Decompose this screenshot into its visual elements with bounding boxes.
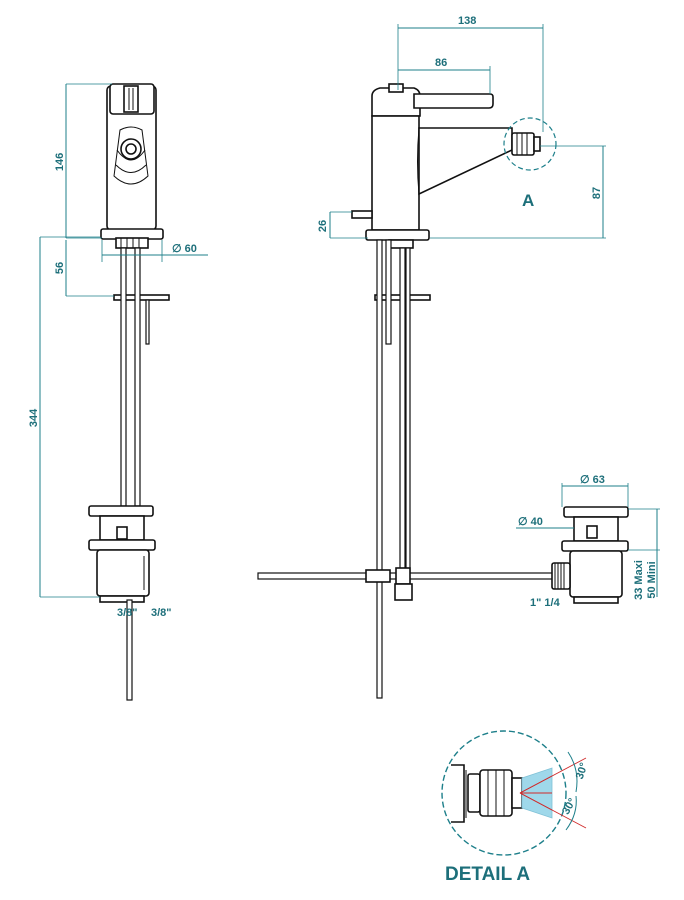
front-pull-rod bbox=[126, 599, 133, 701]
callout-circle-a bbox=[503, 117, 557, 171]
front-view bbox=[88, 83, 170, 701]
dim-waste-outer: ∅ 63 bbox=[580, 474, 605, 486]
side-waste-body bbox=[569, 550, 623, 598]
dim-lever-length: 86 bbox=[435, 57, 447, 69]
front-tail-rod-left bbox=[120, 247, 127, 507]
side-body bbox=[371, 115, 420, 231]
front-waste-body bbox=[96, 549, 150, 597]
dim-total-depth: 344 bbox=[28, 408, 40, 427]
detail-angle-upper: 30° bbox=[574, 761, 591, 781]
front-dimensions: 146 344 56 ∅ 60 3/8" 3/8" bbox=[28, 83, 208, 619]
dim-side-width: 138 bbox=[458, 15, 476, 27]
callout-label-a: A bbox=[522, 191, 534, 210]
side-rod-3 bbox=[399, 247, 406, 579]
detail-circle bbox=[441, 730, 567, 856]
side-rod-1 bbox=[376, 239, 383, 699]
side-lever bbox=[413, 93, 494, 109]
dim-base-height: 26 bbox=[317, 220, 329, 232]
front-waste-top bbox=[88, 505, 154, 517]
dim-waste-inner: ∅ 40 bbox=[518, 516, 543, 528]
front-lever-face bbox=[113, 126, 149, 185]
dim-base-diameter: ∅ 60 bbox=[172, 243, 197, 255]
dim-front-height: 146 bbox=[54, 153, 66, 171]
dim-front-conn-right: 3/8" bbox=[151, 607, 172, 619]
side-view bbox=[257, 83, 629, 699]
front-tail-rod-right bbox=[134, 247, 141, 507]
dim-pipe-offset: 56 bbox=[54, 262, 66, 274]
side-base bbox=[365, 229, 430, 241]
side-spout bbox=[418, 127, 513, 196]
dim-waste-thread: 1" 1/4 bbox=[530, 597, 561, 609]
side-dimensions: 138 86 26 87 ∅ 63 ∅ 40 33 Maxi 50 Mini 1… bbox=[317, 15, 660, 609]
dim-waste-min: 50 Mini bbox=[646, 561, 658, 598]
detail-spray-rays bbox=[519, 757, 587, 829]
dim-spout-height: 87 bbox=[591, 187, 603, 199]
front-fixing-plate bbox=[113, 294, 170, 301]
dim-waste-max: 33 Maxi bbox=[633, 560, 645, 600]
detail-a: 30° 30° DETAIL A bbox=[441, 730, 591, 885]
side-rod-2 bbox=[385, 239, 392, 345]
front-cap-knob bbox=[123, 85, 139, 113]
side-waste-top bbox=[563, 506, 629, 518]
detail-title: DETAIL A bbox=[445, 864, 530, 885]
dim-front-conn-left: 3/8" bbox=[117, 607, 138, 619]
